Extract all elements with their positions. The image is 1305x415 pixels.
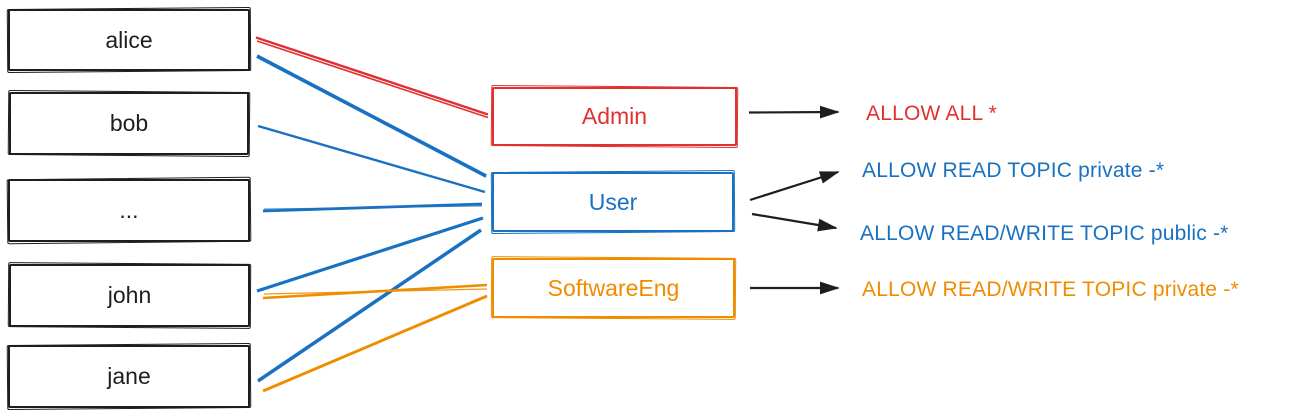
arrow-admin-allow-all bbox=[748, 105, 840, 119]
edge-bob-user bbox=[257, 124, 486, 194]
role-box-softwareeng: SoftwareEng bbox=[492, 258, 735, 318]
edge-john-user bbox=[256, 216, 484, 293]
user-box-jane: jane bbox=[8, 345, 250, 408]
edge-jane-softwareeng bbox=[262, 294, 488, 393]
user-label-dots: ... bbox=[119, 197, 139, 223]
user-label-jane: jane bbox=[107, 363, 151, 389]
edge-dots-user bbox=[262, 202, 483, 213]
edge-john-softwareeng bbox=[262, 283, 488, 300]
user-box-john: john bbox=[9, 264, 250, 327]
permission-readwrite-topic-public: ALLOW READ/WRITE TOPIC public -* bbox=[860, 222, 1229, 245]
permission-read-topic-private: ALLOW READ TOPIC private -* bbox=[862, 159, 1165, 182]
role-box-user: User bbox=[492, 172, 734, 232]
role-box-admin: Admin bbox=[492, 87, 737, 146]
user-box-alice: alice bbox=[8, 9, 250, 71]
user-label-john: john bbox=[107, 282, 152, 308]
user-box-dots: ... bbox=[8, 179, 250, 242]
user-label-alice: alice bbox=[105, 26, 153, 53]
user-box-bob: bob bbox=[9, 92, 249, 155]
permission-readwrite-topic-private: ALLOW READ/WRITE TOPIC private -* bbox=[862, 278, 1239, 301]
role-label-admin: Admin bbox=[581, 103, 648, 129]
arrow-user-read-private bbox=[749, 170, 840, 202]
arrow-user-readwrite-public bbox=[751, 212, 838, 232]
user-label-bob: bob bbox=[109, 110, 149, 136]
permission-allow-all: ALLOW ALL * bbox=[866, 102, 997, 125]
role-label-user: User bbox=[588, 188, 638, 215]
edge-alice-user bbox=[256, 54, 487, 178]
edge-jane-user bbox=[257, 228, 482, 383]
edge-alice-admin bbox=[255, 36, 489, 119]
role-label-softwareeng: SoftwareEng bbox=[547, 274, 680, 301]
